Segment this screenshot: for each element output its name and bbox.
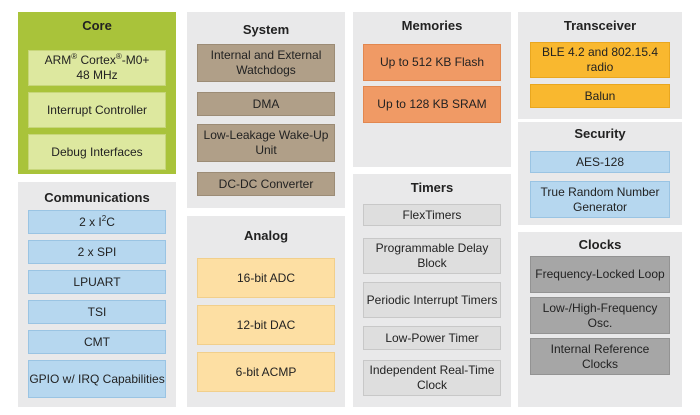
adc-box: 16-bit ADC xyxy=(197,258,335,298)
memories-panel: Memories Up to 512 KB Flash Up to 128 KB… xyxy=(353,12,511,167)
radio-box: BLE 4.2 and 802.15.4 radio xyxy=(530,42,670,78)
delay-block-box: Programmable Delay Block xyxy=(363,238,501,274)
flash-box: Up to 512 KB Flash xyxy=(363,44,501,81)
system-title: System xyxy=(242,22,290,37)
fll-box: Frequency-Locked Loop xyxy=(530,256,670,293)
system-panel: System Internal and External Watchdogs D… xyxy=(187,12,345,208)
acmp-box: 6-bit ACMP xyxy=(197,352,335,392)
aes-128-box: AES-128 xyxy=(530,151,670,173)
oscillator-box: Low-/High-Frequency Osc. xyxy=(530,297,670,334)
dc-dc-converter-box: DC-DC Converter xyxy=(197,172,335,196)
timers-title: Timers xyxy=(410,180,454,195)
sram-box: Up to 128 KB SRAM xyxy=(363,86,501,123)
i2c-text: 2 x I2C xyxy=(79,213,115,229)
transceiver-title: Transceiver xyxy=(563,18,637,33)
clocks-title: Clocks xyxy=(578,237,622,252)
debug-interfaces-box: Debug Interfaces xyxy=(28,134,166,170)
transceiver-panel: Transceiver BLE 4.2 and 802.15.4 radio B… xyxy=(518,12,682,119)
dac-box: 12-bit DAC xyxy=(197,305,335,345)
pit-box: Periodic Interrupt Timers xyxy=(363,282,501,318)
watchdogs-box: Internal and External Watchdogs xyxy=(197,44,335,82)
dma-box: DMA xyxy=(197,92,335,116)
internal-reference-clocks-box: Internal Reference Clocks xyxy=(530,338,670,375)
wake-up-unit-box: Low-Leakage Wake-Up Unit xyxy=(197,124,335,162)
security-title: Security xyxy=(574,126,626,141)
memories-title: Memories xyxy=(401,18,463,33)
core-title: Core xyxy=(82,18,112,33)
tsi-box: TSI xyxy=(28,300,166,324)
i2c-box: 2 x I2C xyxy=(28,210,166,234)
analog-title: Analog xyxy=(243,228,289,243)
communications-panel: Communications 2 x I2C 2 x SPI LPUART TS… xyxy=(18,182,176,407)
lpuart-box: LPUART xyxy=(28,270,166,294)
cmt-box: CMT xyxy=(28,330,166,354)
analog-panel: Analog 16-bit ADC 12-bit DAC 6-bit ACMP xyxy=(187,216,345,407)
timers-panel: Timers FlexTimers Programmable Delay Blo… xyxy=(353,174,511,407)
flextimers-box: FlexTimers xyxy=(363,204,501,226)
clocks-panel: Clocks Frequency-Locked Loop Low-/High-F… xyxy=(518,232,682,407)
core-cpu-text: ARM® Cortex®-M0+48 MHz xyxy=(44,52,150,83)
balun-box: Balun xyxy=(530,84,670,108)
interrupt-controller-box: Interrupt Controller xyxy=(28,92,166,128)
rtc-box: Independent Real-Time Clock xyxy=(363,360,501,396)
security-panel: Security AES-128 True Random Number Gene… xyxy=(518,122,682,225)
gpio-box: GPIO w/ IRQ Capabilities xyxy=(28,360,166,398)
trng-box: True Random Number Generator xyxy=(530,181,670,218)
low-power-timer-box: Low-Power Timer xyxy=(363,326,501,350)
core-cpu-box: ARM® Cortex®-M0+48 MHz xyxy=(28,50,166,86)
spi-box: 2 x SPI xyxy=(28,240,166,264)
communications-title: Communications xyxy=(44,190,150,205)
core-panel: Core ARM® Cortex®-M0+48 MHz Interrupt Co… xyxy=(18,12,176,174)
